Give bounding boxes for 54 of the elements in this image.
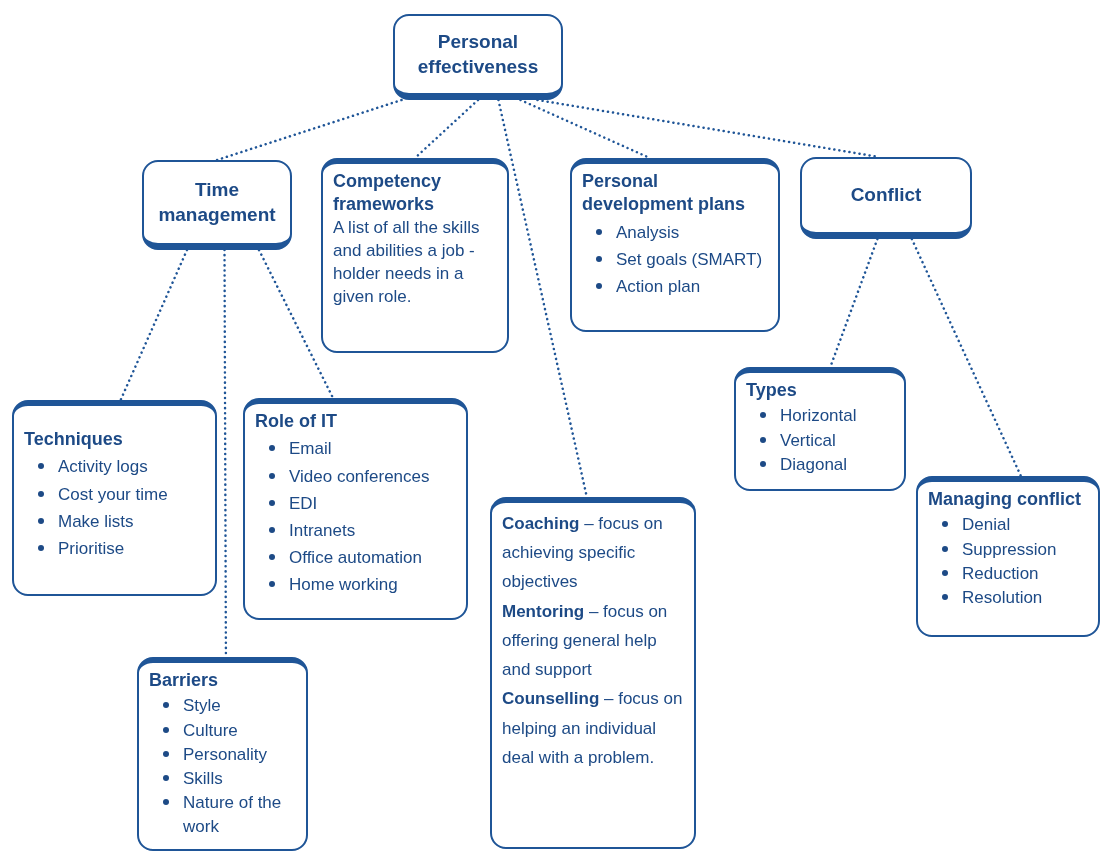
bullet-item: Skills xyxy=(183,767,223,790)
rounded-box xyxy=(734,367,906,491)
box-heading: Role of IT xyxy=(255,410,338,433)
box-title: Personal effectiveness xyxy=(416,29,540,79)
bullet-item: Email xyxy=(289,438,332,461)
rounded-box xyxy=(393,14,563,100)
dotted-connector xyxy=(119,248,189,402)
rounded-box xyxy=(12,400,217,596)
bullet-item: Denial xyxy=(962,514,1011,537)
description-text: Counselling – focus on helping an individual deal with a problem. xyxy=(502,688,684,769)
box-heading: Barriers xyxy=(149,669,220,692)
dotted-connector xyxy=(257,248,335,400)
bullet-item: Vertical xyxy=(780,429,836,452)
bullet-item: Personality xyxy=(183,743,268,766)
box-heading: Managing conflict xyxy=(928,488,1082,511)
description-text: Mentoring – focus on offering general help and support xyxy=(502,600,669,682)
box-heading: Types xyxy=(746,379,798,402)
rounded-box xyxy=(570,158,780,332)
box-heading: Techniques xyxy=(24,428,124,451)
bullet-item: Suppression xyxy=(962,538,1057,561)
bullet-item: Intranets xyxy=(289,519,356,542)
dotted-connector xyxy=(215,98,403,162)
bullet-item: Culture xyxy=(183,719,238,742)
box-title: Conflict xyxy=(850,183,922,208)
box-heading: Competency frameworks xyxy=(333,170,443,217)
bullet-item: Set goals (SMART) xyxy=(616,248,763,271)
box-title: Time management xyxy=(157,177,277,227)
bullet-item: Make lists xyxy=(58,510,134,533)
description-text: A list of all the skills and abilities a job - holder needs in a given role. xyxy=(333,216,481,308)
rounded-box xyxy=(137,657,308,851)
rounded-box xyxy=(800,157,972,239)
bullet-item: Reduction xyxy=(962,562,1039,585)
rounded-box xyxy=(321,158,509,353)
description-text: Coaching – focus on achieving specific objectives xyxy=(502,513,664,594)
bullet-item: Resolution xyxy=(962,586,1043,609)
bullet-item: Analysis xyxy=(616,221,680,244)
bullet-item: Horizontal xyxy=(780,405,857,428)
rounded-box xyxy=(490,497,696,849)
bullet-item: Activity logs xyxy=(58,456,148,479)
bullet-item: EDI xyxy=(289,492,318,515)
bullet-item: Office automation xyxy=(289,547,422,570)
bullet-item: Prioritise xyxy=(58,537,125,560)
bullet-item: Home working xyxy=(289,574,398,597)
bullet-item: Action plan xyxy=(616,276,701,299)
box-heading: Personal development plans xyxy=(582,170,747,217)
rounded-box xyxy=(142,160,292,250)
dotted-connector xyxy=(910,237,1023,478)
bullet-item: Nature of the work xyxy=(183,791,283,838)
bullet-item: Style xyxy=(183,695,221,718)
rounded-box xyxy=(916,476,1100,637)
bullet-item: Diagonal xyxy=(780,453,848,476)
rounded-box xyxy=(243,398,468,620)
bullet-item: Cost your time xyxy=(58,483,168,506)
bullet-item: Video conferences xyxy=(289,465,430,488)
